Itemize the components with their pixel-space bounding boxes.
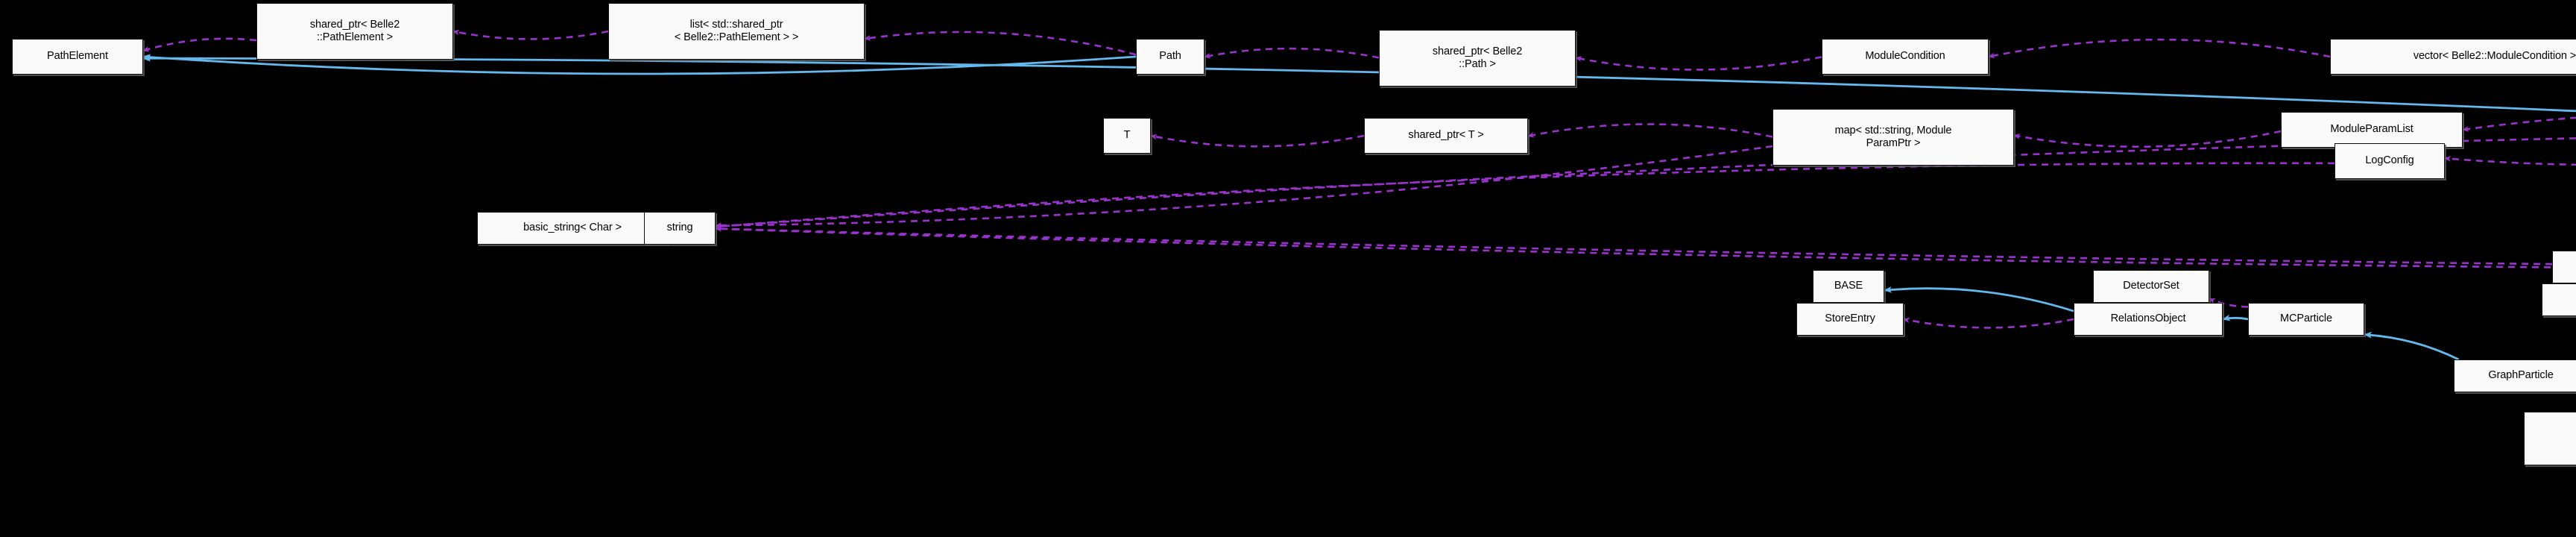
node-label-graphparticle: GraphParticle: [2488, 369, 2554, 382]
node-list_sharedptr_pe[interactable]: list< std::shared_ptr < Belle2::PathElem…: [608, 3, 865, 60]
node-relationsobject[interactable]: RelationsObject: [2074, 303, 2223, 336]
edge-modulecondition-to-sharedptr_path: [1575, 56, 1822, 71]
node-label-sharedptr_pe: shared_ptr< Belle2 ::PathElement >: [309, 18, 400, 43]
node-uniqueptr_crysetup[interactable]: unique_ptr< CRYSetup >: [2552, 251, 2576, 283]
node-sharedptr_pe[interactable]: shared_ptr< Belle2 ::PathElement >: [256, 3, 453, 60]
node-label-moduleparamlist: ModuleParamList: [2330, 123, 2414, 136]
edge-sharedptr_path-to-path: [1204, 47, 1380, 59]
edge-logconfig-to-string: [715, 162, 2335, 230]
edge-module-to-pathelement: [142, 54, 2576, 113]
node-label-relationsobject: RelationsObject: [2110, 313, 2186, 325]
edge-sharedptr_pe-to-pathelement: [142, 37, 257, 52]
node-label-sharedptr_t: shared_ptr< T >: [1408, 129, 1484, 142]
edge-sharedptr_t-to-t: [1150, 134, 1365, 148]
edge-map_string_mpp-to-sharedptr_t: [1527, 123, 1773, 138]
edge-map_string_mpp-to-string: [715, 145, 1773, 229]
edge-cryinputmodule-to-string: [715, 225, 2576, 266]
edge-relationsobject-to-storeentry: [1903, 317, 2074, 329]
edge-module-to-logconfig: [2444, 155, 2576, 166]
edge-vector_modcond-to-modulecondition: [1988, 38, 2331, 59]
node-path[interactable]: Path: [1136, 39, 1205, 75]
node-label-basic_string: basic_string< Char >: [523, 222, 622, 234]
node-sharedptr_path[interactable]: shared_ptr< Belle2 ::Path >: [1379, 30, 1576, 87]
edge-cry-to-string: [715, 225, 2576, 269]
node-label-storeentry: StoreEntry: [1825, 313, 1875, 325]
node-label-sharedptr_path: shared_ptr< Belle2 ::Path >: [1432, 45, 1523, 70]
node-basic_string[interactable]: basic_string< Char >: [477, 212, 668, 245]
node-storeentry[interactable]: StoreEntry: [1796, 303, 1904, 336]
node-label-map_string_mpp: map< std::string, Module ParamPtr >: [1834, 124, 1952, 149]
node-detectorset[interactable]: DetectorSet: [2093, 270, 2209, 303]
node-t[interactable]: T: [1103, 118, 1151, 154]
node-label-path: Path: [1159, 50, 1181, 63]
node-string[interactable]: string: [644, 212, 716, 245]
node-sharedptr_t[interactable]: shared_ptr< T >: [1364, 118, 1528, 154]
node-modulecondition[interactable]: ModuleCondition: [1822, 39, 1989, 75]
node-label-vector_modcond: vector< Belle2::ModuleCondition >: [2413, 50, 2576, 63]
node-base[interactable]: BASE: [1813, 270, 1884, 303]
node-logconfig[interactable]: LogConfig: [2334, 143, 2445, 179]
node-moduleparamlist[interactable]: ModuleParamList: [2281, 112, 2463, 148]
node-mcparticle[interactable]: MCParticle: [2248, 303, 2364, 336]
node-map_string_mpp[interactable]: map< std::string, Module ParamPtr >: [1772, 109, 2014, 166]
node-vector_modcond[interactable]: vector< Belle2::ModuleCondition >: [2330, 39, 2576, 75]
node-graphparticle[interactable]: GraphParticle: [2454, 359, 2576, 392]
edge-module-to-moduleparamlist: [2462, 116, 2576, 132]
node-label-base: BASE: [1834, 280, 1863, 292]
node-label-t: T: [1123, 129, 1131, 142]
node-vector_graphpart[interactable]: vector< Belle2::MCParticle Graph::GraphP…: [2524, 412, 2576, 465]
node-label-string: string: [666, 222, 693, 234]
edge-graphparticle-to-mcparticle: [2364, 331, 2460, 361]
node-pathelement[interactable]: PathElement: [12, 39, 143, 75]
node-label-list_sharedptr_pe: list< std::shared_ptr < Belle2::PathElem…: [674, 18, 799, 43]
node-label-logconfig: LogConfig: [2365, 154, 2414, 167]
edge-path-to-list_sharedptr_pe: [864, 31, 1137, 56]
edge-relationsobject-to-base: [1884, 286, 2074, 313]
edge-moduleparamlist-to-map_string_mpp: [2013, 130, 2282, 148]
edge-mcparticle-to-relationsobject: [2222, 314, 2249, 321]
node-uniqueptr_crygen[interactable]: unique_ptr< CRYGenerator >: [2542, 283, 2576, 316]
node-label-modulecondition: ModuleCondition: [1865, 50, 1945, 63]
node-label-mcparticle: MCParticle: [2280, 313, 2332, 325]
edge-list_sharedptr_pe-to-sharedptr_pe: [452, 29, 609, 40]
node-label-detectorset: DetectorSet: [2123, 280, 2179, 292]
node-label-pathelement: PathElement: [47, 50, 108, 63]
